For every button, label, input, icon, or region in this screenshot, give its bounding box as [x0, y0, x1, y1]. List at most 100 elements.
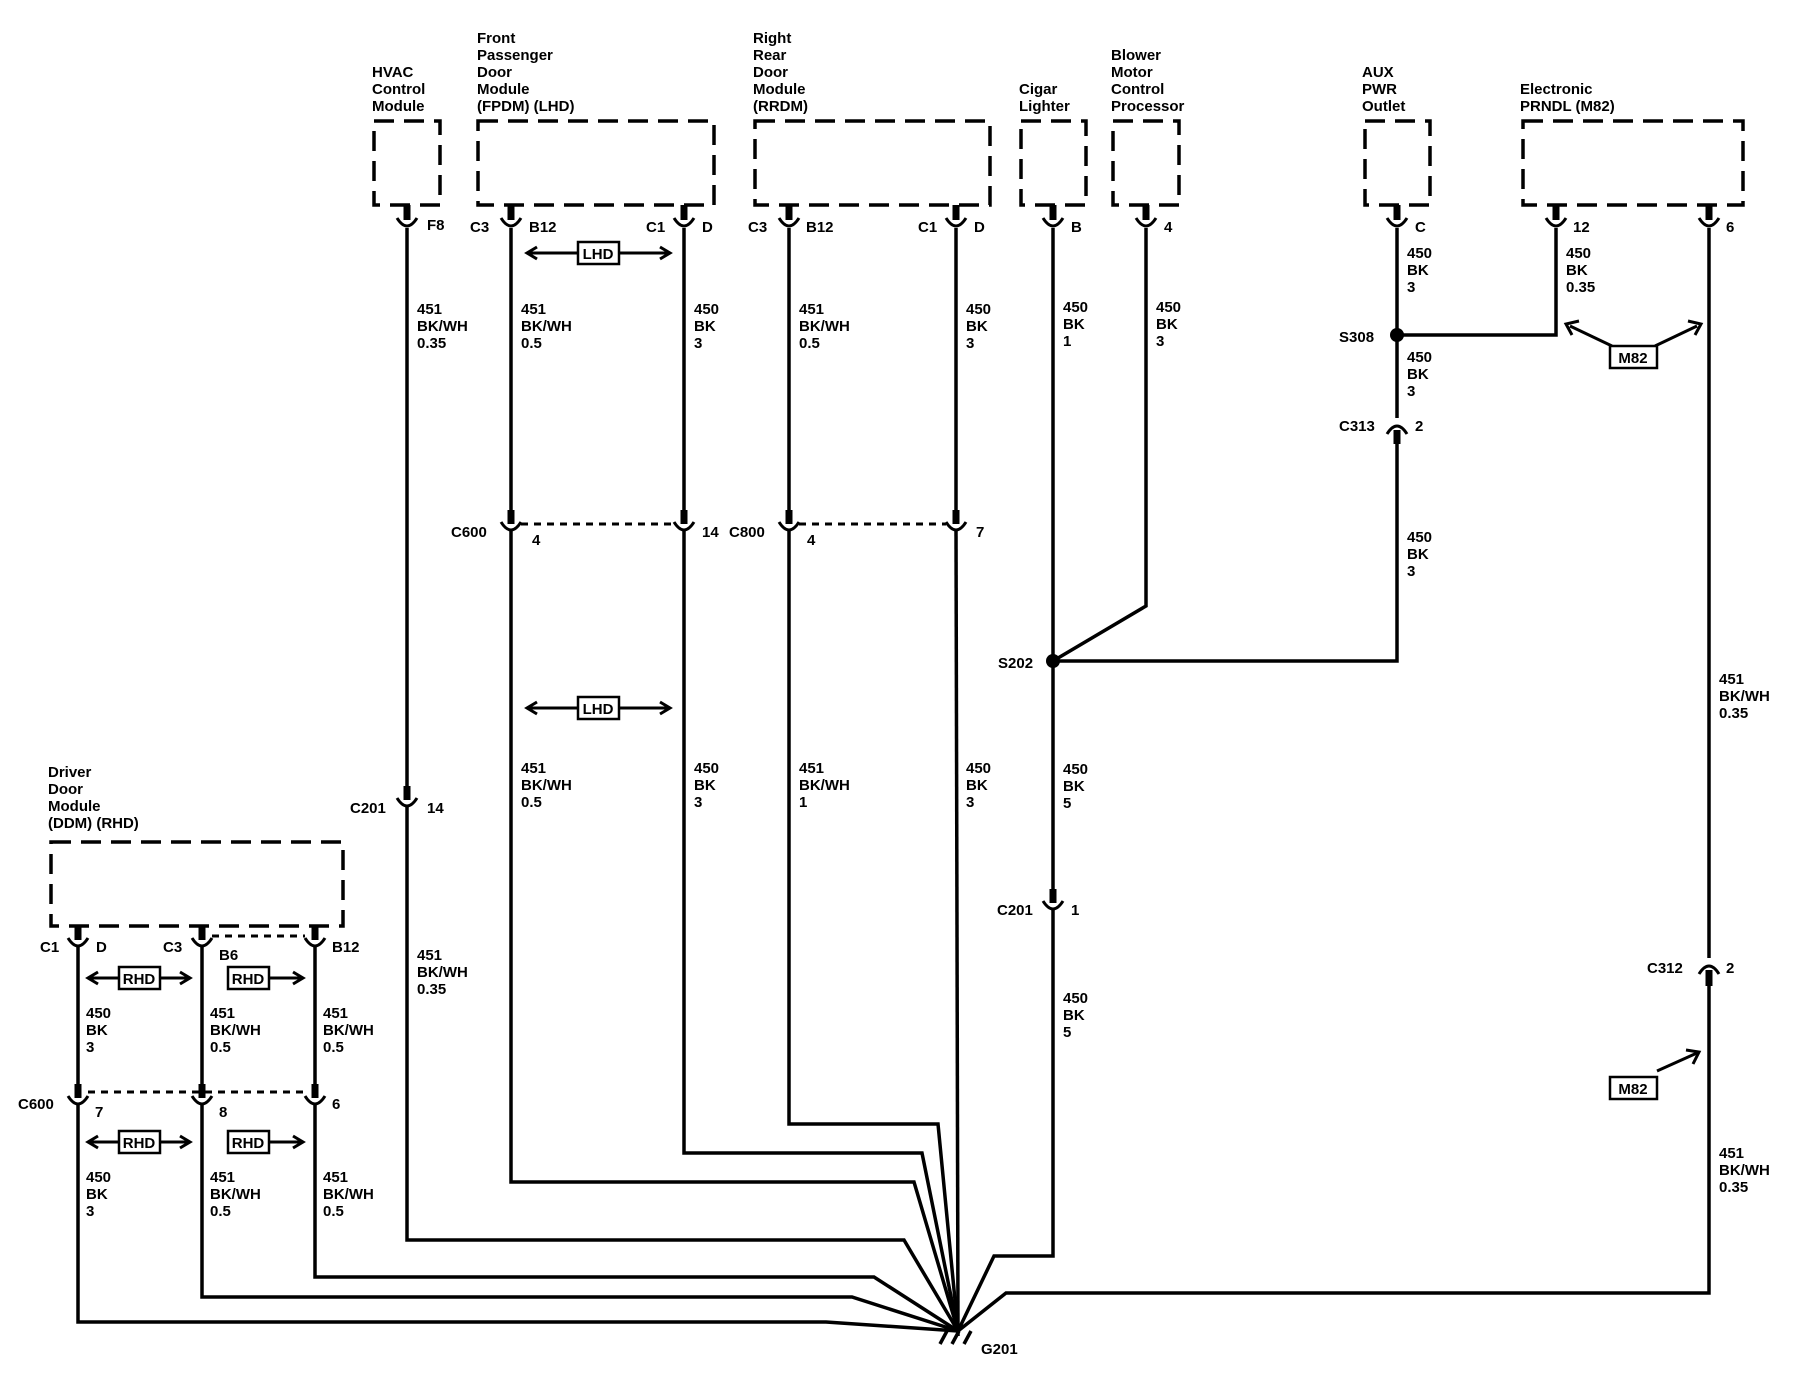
c201-cigar-label: C201: [997, 902, 1033, 919]
wire-label-blower: 450 BK 3: [1156, 299, 1185, 350]
rrdm-label: Right Rear Door Module (RRDM): [753, 30, 810, 115]
fpdm-label: Front Passenger Door Module (FPDM) (LHD): [477, 30, 574, 115]
prndl-label: Electronic PRNDL (M82): [1520, 81, 1615, 115]
lhd-tag-upper: LHD: [524, 240, 673, 266]
wire-label-aux-lower: 450 BK 3: [1407, 529, 1436, 580]
c600-bottom-label: C600: [18, 1096, 54, 1113]
c313-pin: 2: [1415, 418, 1423, 435]
wire-label-ddm-3-lower: 451 BK/WH 0.5: [323, 1169, 378, 1220]
splice-s308: [1390, 328, 1404, 342]
m82-tag-upper: M82: [1563, 319, 1704, 370]
fpdm-connector-c1: C1: [646, 219, 665, 236]
wire-label-prndl-6-lower: 451 BK/WH 0.35: [1719, 1145, 1774, 1196]
splice-s202: [1046, 654, 1060, 668]
rhd-tag-2-text: RHD: [232, 971, 265, 988]
blower-motor-label: Blower Motor Control Processor: [1111, 47, 1185, 115]
hvac-module-label: HVAC Control Module: [372, 64, 430, 115]
c600-bottom-pin-6: 6: [332, 1096, 340, 1113]
wire-label-fpdm-d-upper: 450 BK 3: [694, 301, 723, 352]
c600-top-pin-4: 4: [532, 532, 541, 549]
m82-tag-lower-text: M82: [1618, 1081, 1647, 1098]
blower-pin-4: 4: [1164, 219, 1173, 236]
lhd-tag-lower: LHD: [524, 695, 673, 721]
lhd-tag-lower-text: LHD: [583, 701, 614, 718]
prndl-pin-12: 12: [1573, 219, 1590, 236]
rhd-tag-4: RHD: [226, 1129, 306, 1155]
wire-label-rrdm-d-upper: 450 BK 3: [966, 301, 995, 352]
hvac-module-box: [372, 119, 442, 207]
wire-label-ddm-2-upper: 451 BK/WH 0.5: [210, 1005, 265, 1056]
c800-pin-4: 4: [807, 532, 816, 549]
fpdm-box: [476, 119, 716, 207]
rhd-tag-3-text: RHD: [123, 1135, 156, 1152]
rrdm-connector-c3: C3: [748, 219, 767, 236]
c800-label: C800: [729, 524, 765, 541]
rhd-tag-1-text: RHD: [123, 971, 156, 988]
wire-label-fpdm-b12-upper: 451 BK/WH 0.5: [521, 301, 576, 352]
wire-label-prndl-6-upper: 451 BK/WH 0.35: [1719, 671, 1774, 722]
splice-s202-label: S202: [998, 655, 1033, 672]
c201-hvac-label: C201: [350, 800, 386, 817]
c201-hvac-pin: 14: [427, 800, 444, 817]
ddm-pin-b6: B6: [219, 947, 238, 964]
blower-motor-box: [1111, 119, 1181, 207]
c201-cigar-pin: 1: [1071, 902, 1079, 919]
wire-label-ddm-3-upper: 451 BK/WH 0.5: [323, 1005, 378, 1056]
rrdm-pin-b12: B12: [806, 219, 834, 236]
hvac-pin-f8: F8: [427, 217, 445, 234]
wire-label-ddm-1-upper: 450 BK 3: [86, 1005, 115, 1056]
rrdm-pin-d: D: [974, 219, 985, 236]
fpdm-pin-b12: B12: [529, 219, 557, 236]
cigar-lighter-label: Cigar Lighter: [1019, 81, 1070, 115]
wire-label-hvac-lower: 451 BK/WH 0.35: [417, 947, 472, 998]
ddm-label: Driver Door Module (DDM) (RHD): [48, 764, 139, 832]
aux-pwr-outlet-box: [1363, 119, 1432, 207]
wire-label-hvac-upper: 451 BK/WH 0.35: [417, 301, 472, 352]
wire-paths: [66, 228, 1721, 1333]
fpdm-pin-d: D: [702, 219, 713, 236]
aux-pin-c: C: [1415, 219, 1426, 236]
c312-pin: 2: [1726, 960, 1734, 977]
wire-label-cigar-lower: 450 BK 5: [1063, 990, 1092, 1041]
prndl-box: [1521, 119, 1745, 207]
rrdm-box: [753, 119, 992, 207]
ddm-pin-b12: B12: [332, 939, 360, 956]
wire-label-rrdm-d-lower: 450 BK 3: [966, 760, 995, 811]
c600-top-label: C600: [451, 524, 487, 541]
ddm-connector-c3: C3: [163, 939, 182, 956]
fpdm-connector-c3: C3: [470, 219, 489, 236]
splice-s308-label: S308: [1339, 329, 1374, 346]
prndl-pin-6: 6: [1726, 219, 1734, 236]
wire-label-ddm-2-lower: 451 BK/WH 0.5: [210, 1169, 265, 1220]
cigar-pin-b: B: [1071, 219, 1082, 236]
lhd-tag-upper-text: LHD: [583, 246, 614, 263]
cigar-lighter-box: [1019, 119, 1088, 207]
c800-pin-7: 7: [976, 524, 984, 541]
wire-label-cigar-upper: 450 BK 1: [1063, 299, 1092, 350]
ground-g201-label: G201: [981, 1341, 1018, 1358]
wire-label-ddm-1-lower: 450 BK 3: [86, 1169, 115, 1220]
top-pin-symbols: [395, 205, 1721, 228]
wire-label-fpdm-d-lower: 450 BK 3: [694, 760, 723, 811]
rhd-tag-3: RHD: [85, 1129, 193, 1155]
c600-top-pin-14: 14: [702, 524, 719, 541]
rhd-tag-2: RHD: [226, 965, 306, 991]
c600-bottom-pin-7: 7: [95, 1104, 103, 1121]
m82-tag-lower: M82: [1608, 1048, 1702, 1101]
ground-g201-symbol: [938, 1330, 973, 1345]
ddm-pin-d: D: [96, 939, 107, 956]
ddm-box: [49, 840, 345, 928]
c313-label: C313: [1339, 418, 1375, 435]
wire-label-cigar-middle: 450 BK 5: [1063, 761, 1092, 812]
wire-label-fpdm-b12-lower: 451 BK/WH 0.5: [521, 760, 576, 811]
wire-label-rrdm-b12-lower: 451 BK/WH 1: [799, 760, 854, 811]
rhd-tag-4-text: RHD: [232, 1135, 265, 1152]
wire-label-prndl-12: 450 BK 0.35: [1566, 245, 1595, 296]
rhd-tag-1: RHD: [85, 965, 193, 991]
c600-bottom-pin-8: 8: [219, 1104, 227, 1121]
m82-tag-upper-text: M82: [1618, 350, 1647, 367]
aux-pwr-outlet-label: AUX PWR Outlet: [1362, 64, 1405, 115]
c312-label: C312: [1647, 960, 1683, 977]
ddm-connector-c1: C1: [40, 939, 59, 956]
